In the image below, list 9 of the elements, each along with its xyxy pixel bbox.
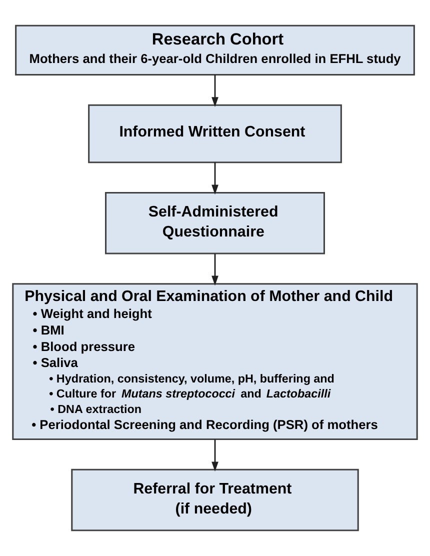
node-box: Informed Written Consent: [88, 104, 342, 164]
arrow: [212, 74, 218, 107]
node-box: Referral for Treatment (if needed): [71, 468, 359, 532]
node-box: Physical and Oral Examination of Mother and Child • Weight and height • BMI • Blood pressure • Saliva • Hydration, consistency, volume, pH, buffering and • Culture for Mutans streptococci and Lactobacilli • DNA extraction • Periodontal Screening and Recording (PSR) of mothers: [12, 283, 418, 440]
node-box: Research Cohort Mothers and their 6-year-old Children enrolled in EFHL study: [15, 24, 415, 76]
arrow: [212, 440, 218, 472]
arrow: [212, 162, 218, 195]
node-box: Self-Administered Questionnaire: [105, 192, 325, 254]
arrow: [212, 254, 218, 286]
